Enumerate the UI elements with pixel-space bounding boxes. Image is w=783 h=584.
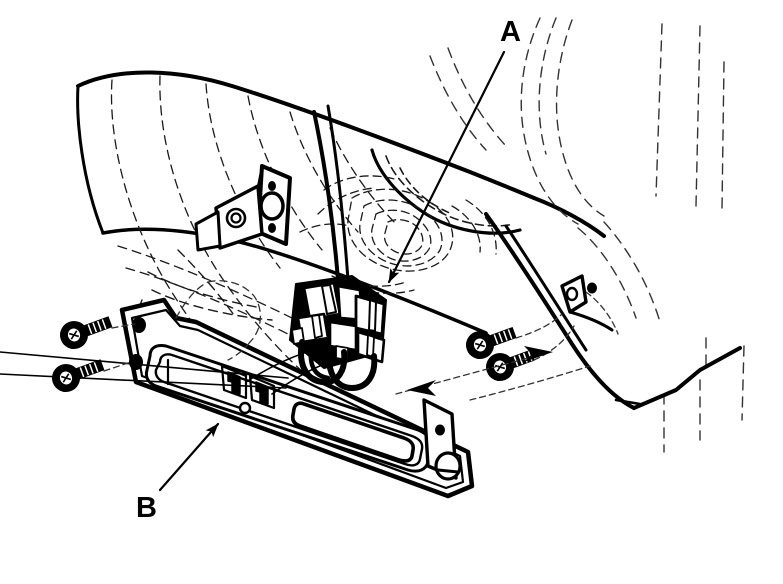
callout-label-a: A	[500, 16, 521, 48]
harness-lead-lines	[0, 349, 331, 395]
screw-left-lower-icon	[52, 359, 105, 392]
vent-contour-1	[347, 188, 454, 272]
clip-dashed-lead	[585, 291, 619, 335]
vent-contour-3	[371, 209, 432, 262]
panel-right-hole-small	[435, 424, 445, 436]
door-frame-group	[429, 17, 745, 453]
screw-group	[52, 316, 535, 392]
door-seal-line	[429, 55, 487, 151]
harness-lead-1	[0, 351, 289, 379]
dash-face-left-edge	[76, 84, 105, 235]
door-seal-line-2	[447, 47, 507, 147]
relay-block-group	[289, 104, 387, 391]
bracket-small-hole-bottom	[268, 223, 276, 233]
glovebox-recess-group	[370, 148, 522, 235]
contour-4	[247, 95, 323, 251]
harness-trunk-2	[326, 104, 350, 282]
kick-panel-edge	[484, 212, 636, 410]
panel-install-arrow-right-icon	[524, 346, 553, 362]
screw-lead-right-lower	[533, 325, 575, 361]
panel-right-hole-large	[434, 451, 462, 481]
screw-right-upper-icon	[466, 326, 517, 359]
kick-panel-edge-inner	[504, 224, 588, 352]
screw-lead-right-upper	[515, 313, 563, 339]
screw-lead-left-lower	[103, 361, 132, 372]
vent-contour-2	[359, 199, 443, 267]
kick-panel-heavy-group	[484, 212, 742, 410]
harness-lead-2	[0, 373, 287, 389]
callout-leaders	[158, 50, 506, 492]
panel-hidden-edge-1	[175, 281, 209, 319]
harness-trunk	[312, 110, 340, 282]
callout-b-leader	[158, 422, 220, 492]
callout-a-leader	[387, 50, 506, 284]
clip-stud	[587, 282, 597, 294]
kick-panel-dashed-2	[603, 221, 661, 323]
panel-center-boss	[238, 401, 252, 415]
dash-lower-edge	[101, 227, 488, 335]
column-line-3	[151, 289, 273, 321]
dash-top-edge	[76, 70, 536, 200]
pillar-line-3	[721, 61, 725, 209]
contour-8	[125, 267, 293, 337]
pillar-line-1	[655, 23, 663, 197]
relay-housing-3-rib	[368, 299, 377, 332]
assembly-dashed-path-2	[469, 365, 591, 401]
screw-lead-left-upper	[111, 323, 135, 329]
connector-2	[328, 320, 358, 352]
door-opening-mid	[538, 17, 557, 155]
kick-panel-dashed-1	[577, 227, 637, 319]
dash-upper-right-edge	[532, 196, 606, 238]
harness-loop-1	[298, 339, 348, 386]
clip-leg	[568, 310, 614, 332]
glovebox-outline	[370, 148, 522, 235]
glovebox-inner-2	[399, 167, 453, 215]
contour-7	[117, 245, 301, 323]
dash-mounting-bracket-group	[194, 164, 292, 252]
vent-contour-7	[451, 205, 481, 253]
panel-right-hole-slot	[436, 468, 460, 474]
column-line-2	[147, 271, 263, 309]
bracket-tab	[194, 210, 222, 252]
sill-heavy-1	[632, 346, 742, 410]
bracket-edge-detail	[257, 165, 263, 187]
vent-contour-6	[317, 187, 375, 215]
dashboard-outline-group	[76, 70, 606, 335]
pillar-line-2	[695, 25, 701, 207]
contour-5	[289, 111, 359, 233]
vent-contour-8	[465, 199, 497, 255]
relay-housing-1-rib	[321, 284, 337, 315]
contour-6	[329, 127, 399, 227]
vent-contour-9	[299, 223, 351, 233]
sill-heavy-2	[614, 398, 642, 406]
bracket-large-hole	[259, 191, 285, 221]
lower-panel-group	[119, 280, 475, 499]
panel-clip-outline-2	[248, 374, 276, 410]
pillar-clip-bracket-group	[560, 274, 619, 335]
panel-hidden-edge-2	[207, 280, 261, 343]
panel-clip-outline-1	[220, 364, 248, 400]
panel-install-arrow-left-icon	[407, 380, 436, 396]
bracket-small-hole-top	[268, 181, 276, 191]
panel-hole-lower-left	[129, 354, 143, 370]
clip-hole	[565, 286, 579, 302]
panel-hidden-edge-3	[227, 341, 251, 361]
vent-contour-4	[383, 219, 424, 255]
callout-label-b: B	[136, 492, 157, 524]
glovebox-inner	[385, 155, 515, 227]
lower-panel-slot	[290, 401, 416, 463]
sill-dashed-3	[741, 345, 745, 421]
install-direction-arrows	[407, 346, 553, 396]
contour-3	[205, 83, 281, 269]
door-opening-outer	[520, 17, 579, 225]
door-opening-inner	[555, 19, 605, 217]
harness-loop-2	[326, 345, 378, 391]
connector-1-rib	[311, 314, 323, 339]
bracket-boss-inner	[230, 212, 242, 224]
screw-left-upper-icon	[60, 316, 113, 349]
column-line-1	[177, 249, 237, 319]
harness-loop-3	[308, 341, 331, 381]
panel-hole-upper-left	[132, 317, 146, 333]
